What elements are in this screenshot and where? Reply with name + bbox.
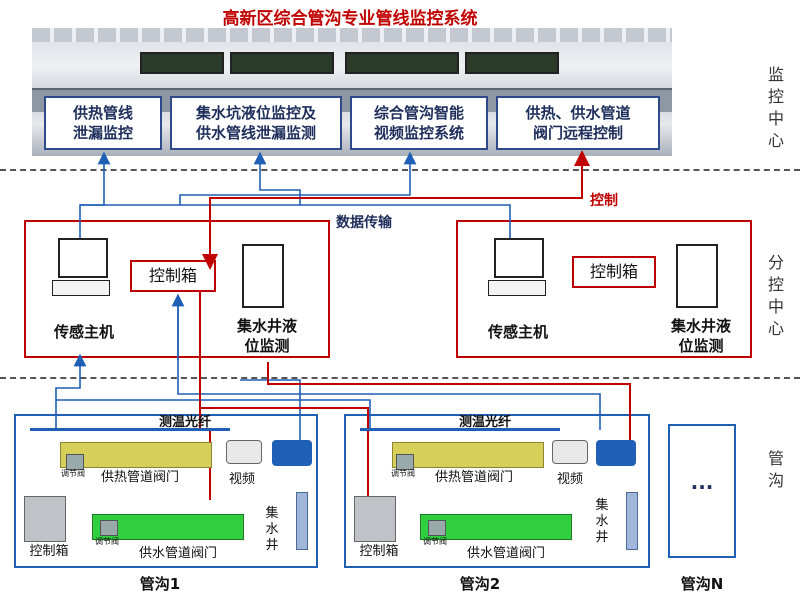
substation-box-1 [24, 220, 330, 358]
control-cabinet-icon [354, 496, 396, 542]
valve-icon [66, 454, 84, 470]
water-valve-label: 供水管道阀门 [138, 546, 217, 561]
video-label: 视频 [556, 472, 583, 487]
video-label: 视频 [228, 472, 255, 487]
wall-screen [230, 52, 334, 74]
wall-screen [465, 52, 559, 74]
control-box-label: 控制箱 [29, 544, 69, 559]
control-box-label: 控制箱 [589, 262, 638, 281]
trench-n-ellipsis: ... [690, 470, 714, 494]
diagram-title: 高新区综合管沟专业管线监控系统 [222, 9, 478, 29]
control-cabinet-icon [24, 496, 66, 542]
water-valve-label: 供水管道阀门 [466, 546, 545, 561]
host-keyboard-icon [488, 280, 546, 296]
monitor-box-valve-control: 供热、供水管道 阀门远程控制 [496, 96, 660, 150]
valve-icon [428, 520, 446, 536]
control-room-ceiling [32, 28, 672, 42]
control-box-label: 控制箱 [148, 266, 197, 285]
heat-valve-label: 供热管道阀门 [434, 470, 513, 485]
valve-tag: 调节阀 [61, 469, 85, 478]
side-label-trench: 管 沟 [767, 449, 784, 490]
sump-well-label: 集 水 井 [265, 506, 279, 553]
label-data-transmission: 数据传输 [336, 215, 392, 231]
trench-1-label: 管沟1 [139, 575, 181, 593]
trench-2-label: 管沟2 [459, 575, 501, 593]
separator-bottom [0, 377, 800, 379]
sump-pump-icon [296, 492, 308, 550]
side-label-sub-control-center: 分 控 中 心 [767, 253, 784, 338]
side-label-monitoring-center: 监 控 中 心 [767, 65, 784, 150]
pump-icon [596, 440, 636, 466]
control-box-label: 控制箱 [359, 544, 399, 559]
trench-box-1 [14, 414, 318, 568]
fiber-label: 测温光纤 [458, 415, 511, 430]
camera-icon [552, 440, 588, 464]
valve-tag: 调节阀 [95, 537, 119, 546]
trench-box-2 [344, 414, 650, 568]
sump-monitor-icon [676, 244, 718, 308]
heat-valve-label: 供热管道阀门 [100, 470, 179, 485]
host-label: 传感主机 [53, 323, 114, 341]
heat-pipe [60, 442, 212, 468]
control-box: 控制箱 [130, 260, 216, 292]
host-keyboard-icon [52, 280, 110, 296]
fiber-label: 测温光纤 [158, 415, 211, 430]
trench-box-n [668, 424, 736, 558]
valve-tag: 调节阀 [423, 537, 447, 546]
monitor-box-heat-leak: 供热管线 泄漏监控 [44, 96, 162, 150]
host-monitor-icon [494, 238, 544, 278]
camera-icon [226, 440, 262, 464]
valve-tag: 调节阀 [391, 469, 415, 478]
host-monitor-icon [58, 238, 108, 278]
sump-label: 集水井液 位监测 [236, 317, 297, 355]
host-label: 传感主机 [487, 323, 548, 341]
sump-label: 集水井液 位监测 [670, 317, 731, 355]
separator-top [0, 169, 800, 171]
heat-pipe [392, 442, 544, 468]
wall-screen [345, 52, 459, 74]
pump-icon [272, 440, 312, 466]
valve-icon [100, 520, 118, 536]
monitor-box-video: 综合管沟智能 视频监控系统 [350, 96, 488, 150]
control-box: 控制箱 [572, 256, 656, 288]
valve-icon [396, 454, 414, 470]
fiber-line [360, 428, 560, 431]
fiber-line [30, 428, 230, 431]
sump-monitor-icon [242, 244, 284, 308]
sump-pump-icon [626, 492, 638, 550]
wall-screen [140, 52, 224, 74]
label-control: 控制 [590, 193, 618, 209]
trench-n-label: 管沟N [680, 575, 724, 593]
sump-well-label: 集 水 井 [595, 498, 609, 545]
monitor-box-sump-water: 集水坑液位监控及 供水管线泄漏监测 [170, 96, 342, 150]
substation-box-2 [456, 220, 752, 358]
